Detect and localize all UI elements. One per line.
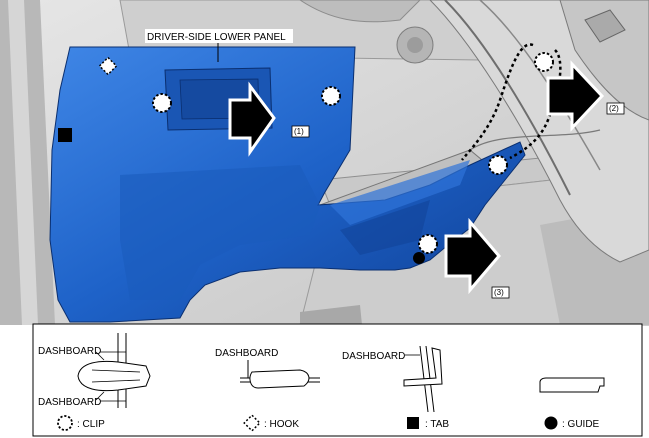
clip-marker [488,155,508,175]
guide-marker [413,252,425,264]
step-2-label: (2) [609,104,619,113]
fastener-markers [58,43,562,264]
removal-arrow-3 [444,217,501,295]
guide-legend-icon [544,416,558,430]
clip-legend-icon [57,415,73,431]
dashboard-label-hook: DASHBOARD [215,348,278,359]
guide-legend-label: : GUIDE [562,419,600,430]
hook-cross-section: DASHBOARD [215,348,320,389]
driver-side-lower-panel [49,46,526,323]
removal-arrow-2 [546,60,605,132]
dashboard-label-tab: DASHBOARD [342,351,405,362]
step-3-label: (3) [494,288,504,297]
legend-clip: : CLIP [57,415,105,431]
guide-cross-section [539,377,605,393]
tab-cross-section: DASHBOARD [342,345,443,413]
tab-legend-label: : TAB [425,419,449,430]
clip-marker [321,86,341,106]
clip-cross-section: DASHBOARD DASHBOARD [38,333,151,408]
panel-label: DRIVER-SIDE LOWER PANEL [147,32,286,43]
legend-box: DASHBOARD DASHBOARD DASHBOARD DASHBOARD [32,323,643,437]
clip-marker [418,234,438,254]
step-1-label: (1) [294,127,304,136]
hook-legend-label: : HOOK [264,419,299,430]
tab-legend-icon [407,417,419,429]
tab-marker [58,128,72,142]
legend-guide: : GUIDE [544,416,600,430]
dashboard-label-clip-top: DASHBOARD [38,346,101,357]
legend-tab: : TAB [407,417,449,430]
removal-arrow-1 [228,81,276,157]
dashboard-label-clip-bottom: DASHBOARD [38,397,101,408]
hook-marker [98,56,118,76]
clip-marker [534,52,554,72]
clip-legend-label: : CLIP [77,419,105,430]
